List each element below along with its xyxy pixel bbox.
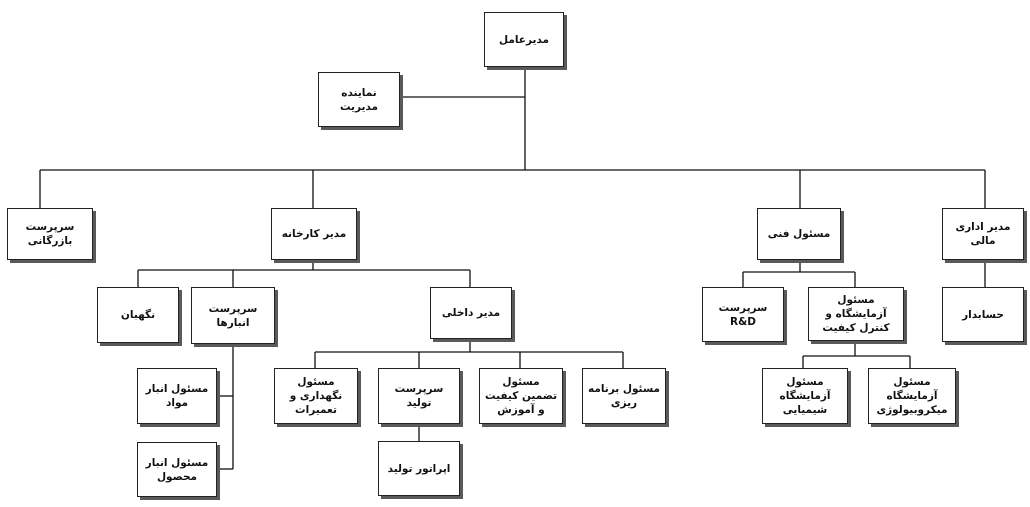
node-qa-training-officer: مسئول تضمین کیفیت و آموزش [479,368,563,424]
node-guard: نگهبان [97,287,179,343]
node-ceo: مدیرعامل [484,12,564,67]
node-factory-manager: مدیر کارخانه [271,208,357,260]
node-finance-manager: مدیر اداری مالی [942,208,1024,260]
node-accountant: حسابدار [942,287,1024,342]
node-product-store-officer: مسئول انبار محصول [137,442,217,497]
node-management-representative: نماینده مدیریت [318,72,400,127]
node-rnd-supervisor: سرپرست R&D [702,287,784,342]
node-materials-store-officer: مسئول انبار مواد [137,368,217,424]
node-internal-manager: مدیر داخلی [430,287,512,339]
node-production-operator: اپراتور تولید [378,441,460,496]
node-planning-officer: مسئول برنامه ریزی [582,368,666,424]
node-microbiology-lab-officer: مسئول آزمایشگاه میکروبیولوژی [868,368,956,424]
node-technical-officer: مسئول فنی [757,208,841,260]
node-lab-qc-officer: مسئول آزمایشگاه و کنترل کیفیت [808,287,904,341]
node-warehouse-supervisor: سرپرست انبارها [191,287,275,344]
node-production-supervisor: سرپرست تولید [378,368,460,424]
node-chemical-lab-officer: مسئول آزمایشگاه شیمیایی [762,368,848,424]
node-sales-supervisor: سرپرست بازرگانی [7,208,93,260]
node-maintenance-officer: مسئول نگهداری و تعمیرات [274,368,358,424]
